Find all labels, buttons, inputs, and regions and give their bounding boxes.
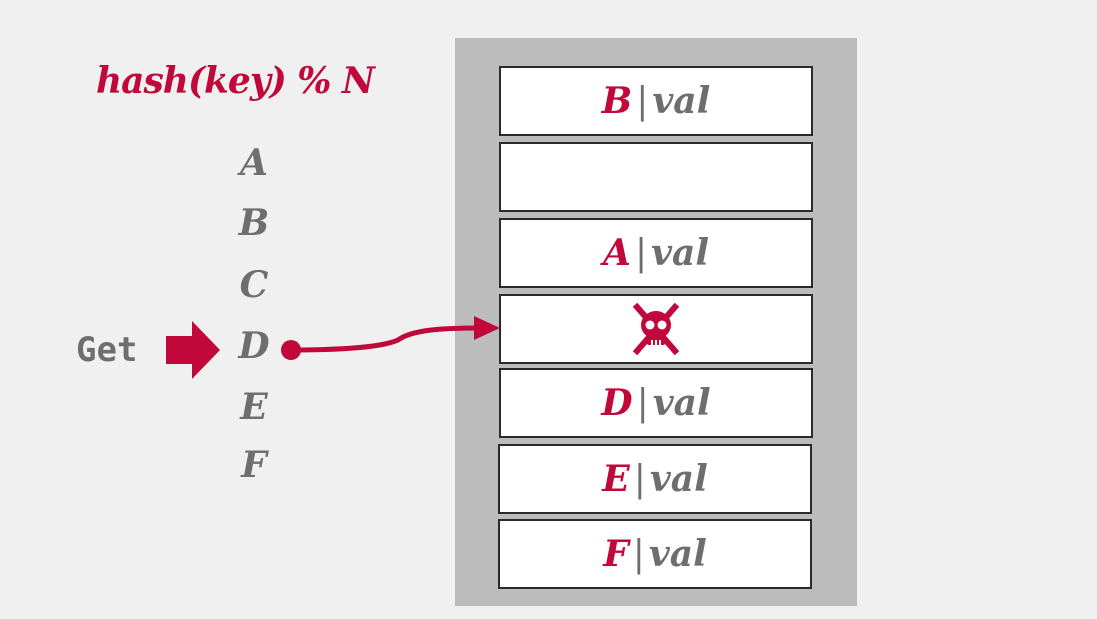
key-d: D [238, 325, 270, 367]
slot-key: A [603, 232, 631, 274]
slot-5: E|val [498, 444, 812, 514]
key-b: B [238, 202, 270, 244]
slot-3-tombstone [499, 294, 813, 364]
slot-key: B [601, 80, 633, 122]
slot-1-empty [499, 142, 813, 212]
hash-formula: hash(key) % N [96, 60, 375, 102]
key-a: A [240, 142, 268, 184]
pointer-line [290, 325, 481, 353]
skull-crossbones-icon [632, 302, 680, 356]
slot-separator: | [636, 80, 649, 122]
slot-value: val [651, 232, 709, 274]
slot-separator: | [633, 458, 646, 500]
slot-2: A|val [499, 218, 813, 288]
slot-value: val [652, 80, 711, 122]
key-f: F [241, 444, 267, 486]
key-e: E [240, 386, 268, 428]
slot-key: D [601, 382, 633, 424]
slot-value: val [649, 458, 708, 500]
get-arrow-icon [166, 321, 220, 379]
slot-separator: | [636, 382, 649, 424]
slot-key: E [602, 458, 630, 500]
slot-0: B|val [499, 66, 813, 136]
slot-separator: | [634, 232, 648, 274]
slot-value: val [652, 382, 711, 424]
key-c: C [239, 264, 269, 306]
slot-6: F|val [498, 519, 812, 589]
pointer-arrowhead-icon [474, 316, 500, 340]
get-label: Get [76, 330, 138, 370]
slot-4: D|val [499, 368, 813, 438]
slot-key: F [603, 533, 629, 575]
slot-value: val [648, 533, 707, 575]
slot-separator: | [632, 533, 645, 575]
